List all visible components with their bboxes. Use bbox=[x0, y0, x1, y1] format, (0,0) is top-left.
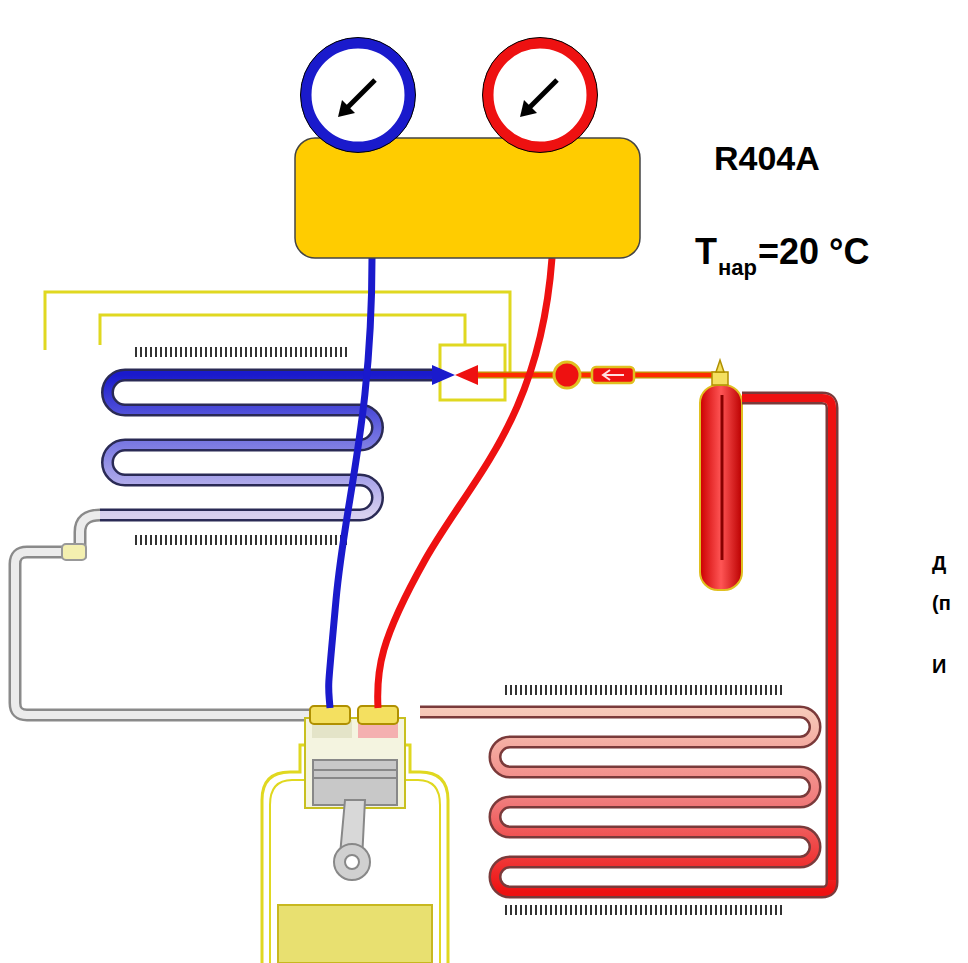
discharge-service-valve bbox=[358, 706, 398, 724]
temperature-subscript: нар bbox=[718, 256, 757, 280]
refrigerant-name: R404A bbox=[714, 140, 820, 177]
crank-pin bbox=[345, 855, 359, 869]
cut-note: И bbox=[932, 655, 946, 677]
piston-ring bbox=[313, 769, 397, 771]
high-pressure-hose bbox=[378, 258, 552, 708]
fin-row bbox=[505, 905, 785, 915]
liquid-return bbox=[742, 398, 832, 880]
manifold-body bbox=[295, 138, 640, 258]
needle-tip bbox=[520, 100, 537, 117]
liquid-line bbox=[475, 362, 720, 388]
frame-line bbox=[100, 315, 465, 345]
coil-tube bbox=[100, 375, 440, 515]
suction-line bbox=[15, 515, 310, 715]
sight-glass bbox=[554, 362, 580, 388]
suction-service-valve bbox=[310, 706, 350, 724]
receiver bbox=[700, 360, 742, 590]
gauge-rim bbox=[483, 38, 598, 153]
gauge-needle bbox=[348, 80, 375, 107]
valve-inlet-blue bbox=[432, 365, 455, 385]
evaporator-coil bbox=[100, 375, 440, 515]
compressor-housing bbox=[262, 745, 448, 963]
cut-note: Д bbox=[932, 552, 946, 574]
gauge-rim bbox=[301, 38, 416, 153]
low-pressure-hose bbox=[329, 258, 372, 708]
expansion-valve bbox=[432, 365, 478, 385]
high-pressure-gauge bbox=[483, 38, 598, 153]
crankshaft bbox=[334, 844, 370, 880]
coil-outline bbox=[100, 375, 440, 515]
fin-row bbox=[505, 685, 785, 695]
piston-ring bbox=[313, 777, 397, 779]
sensing-bulb bbox=[62, 544, 86, 560]
pipe-fill bbox=[15, 515, 310, 715]
cylinder bbox=[305, 718, 405, 808]
piston bbox=[313, 760, 397, 805]
housing-inner bbox=[270, 780, 440, 963]
gauge-needle bbox=[530, 80, 557, 107]
gauge-dial bbox=[488, 43, 592, 147]
pipe-outline bbox=[15, 515, 310, 715]
receiver-tank bbox=[700, 385, 742, 590]
oil-sump bbox=[278, 905, 432, 963]
dip-tube bbox=[721, 395, 724, 560]
cut-note: (п bbox=[932, 592, 951, 614]
fin-row bbox=[135, 535, 350, 545]
low-pressure-gauge bbox=[301, 38, 416, 153]
receiver-valve bbox=[712, 372, 728, 385]
valve-inlet-red bbox=[455, 365, 478, 385]
flow-arrow bbox=[603, 370, 624, 380]
compressor bbox=[262, 706, 448, 963]
needle-tip bbox=[338, 100, 355, 117]
receiver-valve-cap bbox=[716, 360, 724, 372]
fin-row bbox=[135, 347, 350, 357]
temperature-symbol: T bbox=[695, 232, 717, 272]
filter-drier bbox=[592, 367, 634, 383]
gauge-dial bbox=[306, 43, 410, 147]
temperature-value: =20 °C bbox=[758, 232, 869, 272]
